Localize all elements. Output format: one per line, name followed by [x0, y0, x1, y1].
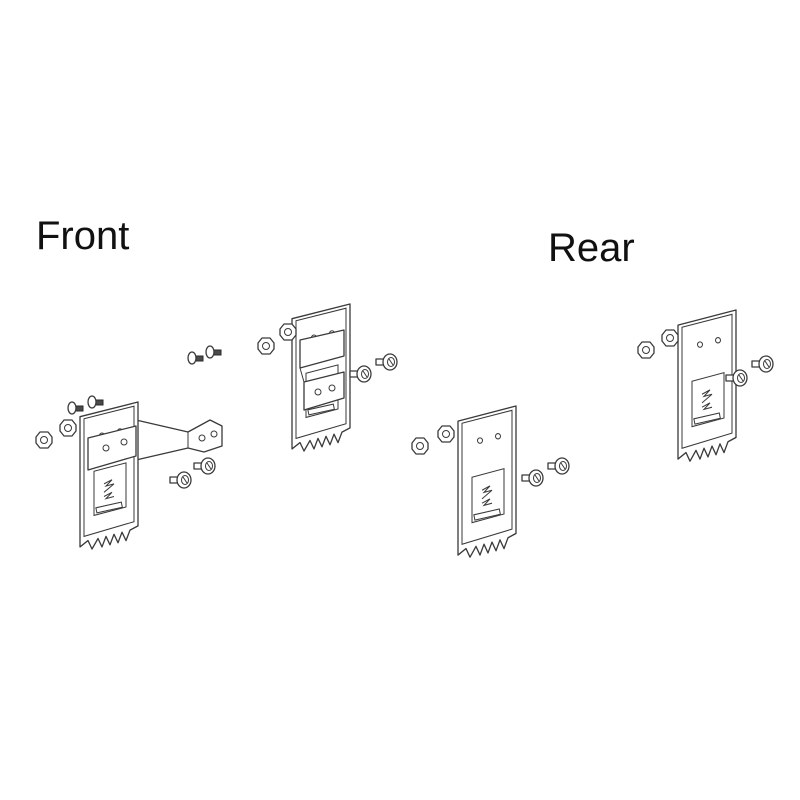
rear-flap-2: [677, 309, 737, 462]
rear-label: Rear: [548, 226, 635, 270]
rear-flap-1: [457, 405, 517, 558]
front-label: Front: [36, 214, 130, 258]
front-flap-2: [291, 303, 351, 452]
front-flap-with-bracket: [79, 401, 223, 550]
